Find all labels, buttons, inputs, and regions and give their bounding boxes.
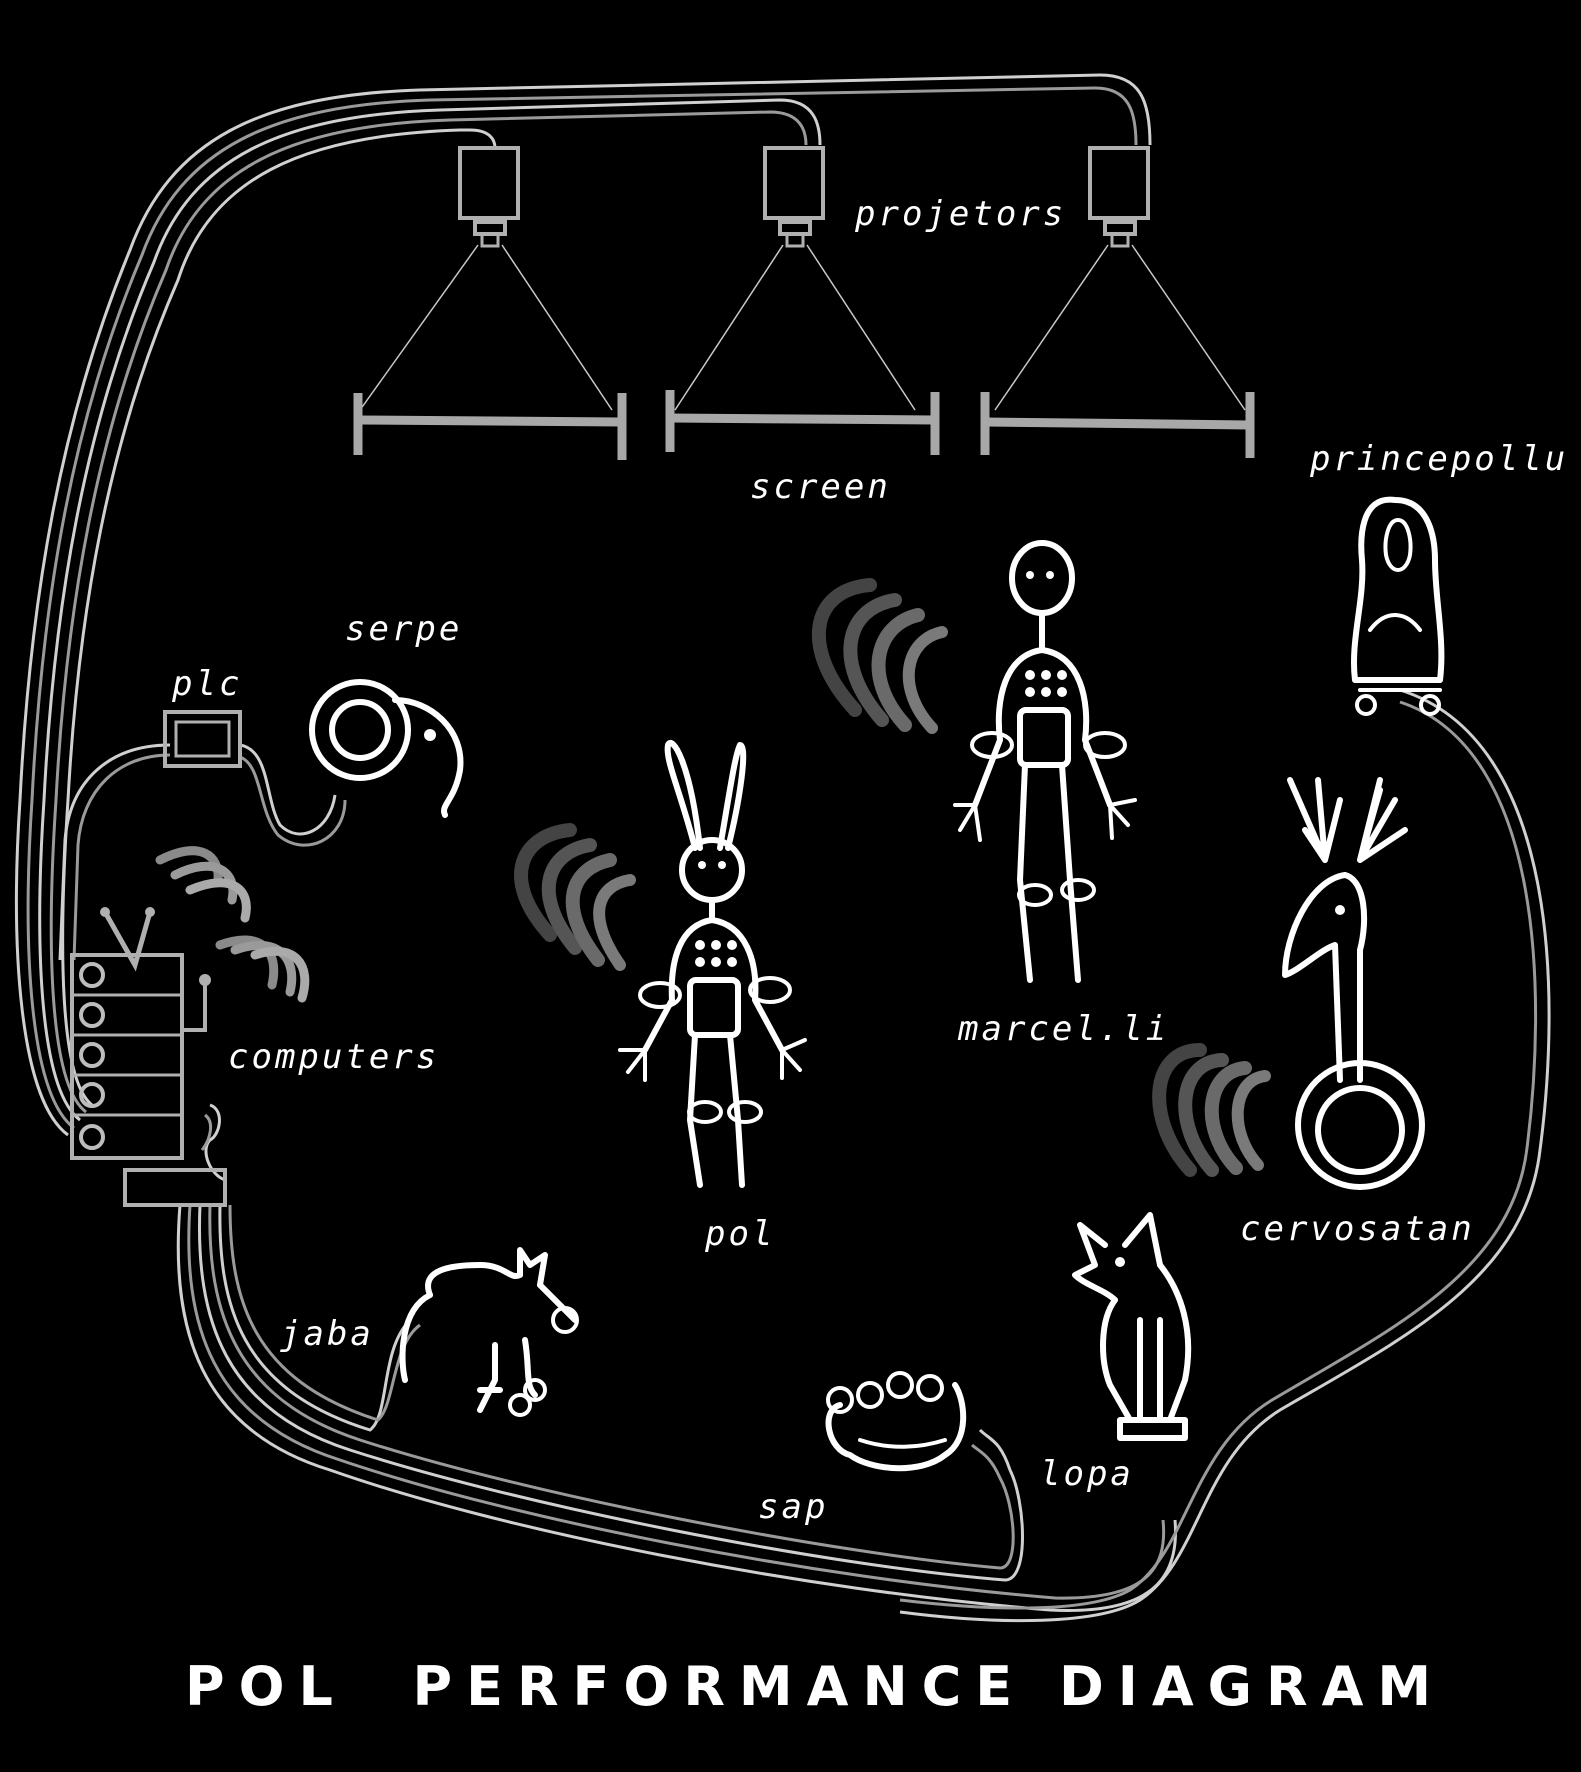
projector-middle <box>674 146 916 411</box>
lopa-label: lopa <box>1040 1454 1134 1494</box>
jaba-label: jaba <box>280 1314 374 1354</box>
screen-label: screen <box>750 467 891 507</box>
screen-left <box>353 393 627 460</box>
wireless-waves-computers-lower <box>215 935 310 1003</box>
projector-left <box>359 146 613 411</box>
plc-box <box>163 710 242 768</box>
plc-label: plc <box>171 664 242 704</box>
wireless-waves-marcelli <box>811 578 948 734</box>
computer-rack <box>70 907 227 1207</box>
princepollu-figure <box>1350 496 1445 716</box>
sap-figure <box>825 1371 967 1472</box>
fan-icon <box>79 1124 105 1150</box>
jaba-figure <box>399 1247 579 1417</box>
screen-right <box>980 392 1255 458</box>
fan-icon <box>79 1002 105 1028</box>
princepollu-label: princepollu <box>1309 439 1568 479</box>
cervosatan-figure <box>1282 777 1425 1190</box>
cervosatan-label: cervosatan <box>1240 1209 1475 1249</box>
diagram-title: POL PERFORMANCE DIAGRAM <box>185 1655 1445 1718</box>
cable-bundle <box>15 73 1551 1623</box>
screen-middle <box>665 390 940 455</box>
wireless-waves-computers-upper <box>155 846 251 923</box>
fan-icon <box>79 962 105 988</box>
computers-label: computers <box>228 1037 439 1077</box>
projector-right <box>994 146 1246 411</box>
lopa-figure <box>1072 1212 1192 1441</box>
pol-figure <box>618 740 807 1188</box>
pol-label: pol <box>704 1214 775 1254</box>
projectors-label: projetors <box>854 194 1066 234</box>
serpe-label: serpe <box>345 609 462 649</box>
fan-icon <box>79 1082 105 1108</box>
wireless-waves-pol <box>514 823 636 971</box>
sap-label: sap <box>758 1487 828 1527</box>
marcelli-label: marcel.li <box>957 1009 1169 1049</box>
fan-icon <box>79 1042 105 1068</box>
wireless-waves-cervosatan <box>1152 1043 1271 1177</box>
serpe-figure <box>309 679 464 818</box>
marcelli-figure <box>953 540 1137 983</box>
